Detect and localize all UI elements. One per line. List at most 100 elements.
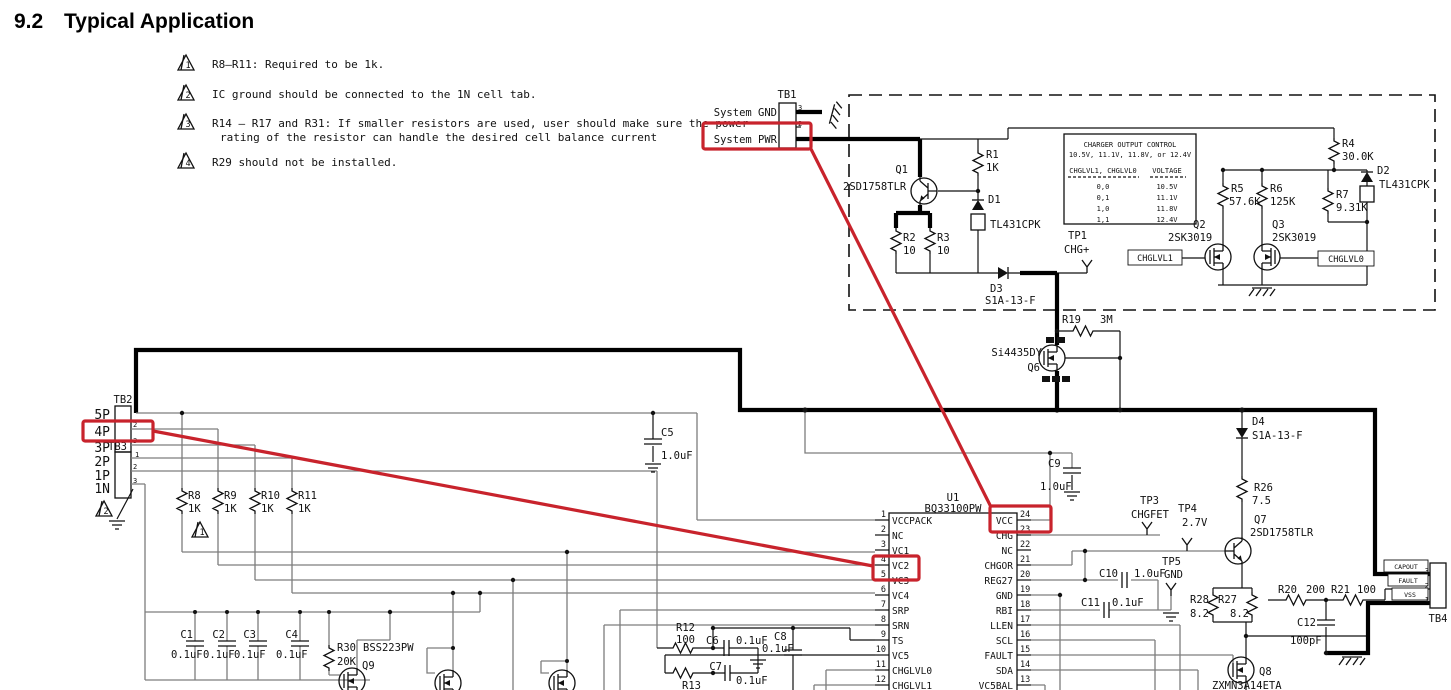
tb3-ref: TB3 (108, 441, 127, 453)
u1-pin14-name: SDA (996, 666, 1013, 677)
u1-pin18-num: 18 (1020, 600, 1030, 610)
q7-part: 2SD1758TLR (1250, 527, 1314, 539)
r7-val: 9.31K (1336, 202, 1368, 214)
tb3-pin3-num: 3 (133, 477, 137, 485)
u1-pin7-num: 7 (881, 600, 886, 610)
note-2-text: IC ground should be connected to the 1N … (212, 88, 537, 101)
table-r3-lvl: 1,0 (1097, 205, 1110, 213)
tp5-net: GND (1164, 569, 1183, 581)
c12-ref: C12 (1297, 617, 1316, 629)
q8-ref: Q8 (1259, 666, 1272, 678)
charge-fet-stage: R19 3M Si4435DY Q6 (991, 270, 1123, 413)
u1-pin11-num: 11 (876, 660, 886, 670)
tb3-pin2-num: 2 (133, 463, 137, 471)
r30-val: 20K (337, 656, 357, 668)
u1-pin10-num: 10 (876, 645, 886, 655)
r13-ref: R13 (682, 680, 701, 690)
u1-pin18-name: RBI (996, 606, 1013, 617)
tb1-pin3-num: 3 (798, 104, 802, 112)
r27-ref: R27 (1218, 594, 1237, 606)
q3-part: 2SK3019 (1272, 232, 1316, 244)
u1-pin4-num: 4 (881, 555, 886, 565)
u1-pin16-name: SCL (996, 636, 1013, 647)
u1-pin2-num: 2 (881, 525, 886, 535)
u1-pin15-num: 15 (1020, 645, 1030, 655)
table-r1-lvl: 0,0 (1097, 183, 1110, 191)
r21-ref: R21 (1331, 584, 1350, 596)
r28-ref: R28 (1190, 594, 1209, 606)
tp3-net: CHGFET (1131, 509, 1170, 521)
r9-ref: R9 (224, 490, 237, 502)
c5-ref: C5 (661, 427, 674, 439)
q2-ref: Q2 (1193, 219, 1206, 231)
q9-ref: Q9 (362, 660, 375, 672)
u1-pin17-name: LLEN (990, 621, 1013, 632)
tb2-ref: TB2 (114, 394, 133, 406)
note-2-marker: 2 (103, 507, 108, 517)
table-r3-v: 11.8V (1156, 205, 1178, 213)
u1-pin15-name: FAULT (984, 651, 1013, 662)
power-bus-wire (133, 347, 1430, 577)
r10-ref: R10 (261, 490, 280, 502)
u1-pin12-name: CHGLVL1 (892, 681, 932, 690)
note-4-num: 4 (185, 159, 190, 169)
tb4-ref: TB4 (1429, 613, 1448, 625)
note-3-text-line2: rating of the resistor can handle the de… (220, 131, 657, 144)
u1-pin10-name: VC5 (892, 651, 909, 662)
r19-val: 3M (1100, 314, 1113, 326)
u1-pin1-num: 1 (881, 510, 886, 520)
table-r4-v: 12.4V (1156, 216, 1178, 224)
note-1-num: 1 (185, 61, 190, 71)
capout-net-box (1383, 559, 1429, 573)
c8-val: 0.1uF (762, 643, 794, 655)
c2-ref: C2 (212, 629, 225, 641)
highlight-vcc-pin (988, 504, 1053, 534)
u1-pin20-num: 20 (1020, 570, 1030, 580)
u1-ref: U1 (947, 492, 960, 504)
u1-pin11-name: CHGLVL0 (892, 666, 932, 677)
d4-ref: D4 (1252, 416, 1265, 428)
u1-pin1-name: VCCPACK (892, 516, 932, 527)
c1-ref: C1 (180, 629, 193, 641)
table-r2-v: 11.1V (1156, 194, 1178, 202)
chglvl0-net-box (1317, 250, 1375, 267)
u1-pin23-num: 23 (1020, 525, 1030, 535)
u1-pin16-num: 16 (1020, 630, 1030, 640)
c7-val: 0.1uF (736, 675, 768, 687)
cell-connector-mesh: TB2 TB3 5P 4P 3P 2P 1P 1N 2 3 1 2 3 2 R8… (94, 394, 875, 690)
table-r4-lvl: 1,1 (1097, 216, 1110, 224)
r28-val: 8.2 (1190, 608, 1209, 620)
u1-pin6-num: 6 (881, 585, 886, 595)
d4-part: S1A-13-F (1252, 430, 1303, 442)
c3-ref: C3 (243, 629, 256, 641)
r5-val: 57.6K (1229, 196, 1261, 208)
page-title: Typical Application (64, 10, 254, 33)
q2-part: 2SK3019 (1168, 232, 1212, 244)
connector-tb1: TB1 System GND System PWR 3 2 (714, 89, 844, 149)
r3-ref: R3 (937, 232, 950, 244)
u1-pin21-name: CHGOR (984, 561, 1013, 572)
r30-ref: R30 (337, 642, 356, 654)
c6-ref: C6 (706, 635, 719, 647)
highlight-annotations (81, 121, 1053, 582)
q6-ref: Q6 (1027, 362, 1040, 374)
table-title-2: 10.5V, 11.1V, 11.8V, or 12.4V (1069, 151, 1192, 159)
tb4-pin3-num: 3 (1425, 567, 1429, 575)
notes-list: 1 R8–R11: Required to be 1k. 2 IC ground… (177, 54, 749, 169)
r3-val: 10 (937, 245, 950, 257)
table-r1-v: 10.5V (1156, 183, 1178, 191)
charger-section: CHARGER OUTPUT CONTROL 10.5V, 11.1V, 11.… (796, 94, 1436, 311)
u1-pin2-name: NC (892, 531, 903, 542)
r8-val: 1K (188, 503, 201, 515)
u1-pin23-name: CHG (996, 531, 1013, 542)
fault-net-box (1387, 573, 1429, 587)
highlight-system-pwr (701, 121, 813, 151)
c7-ref: C7 (709, 661, 722, 673)
d2-ref: D2 (1377, 165, 1390, 177)
highlight-line-4p-to-vc2 (152, 429, 874, 568)
u1-pin22-num: 22 (1020, 540, 1030, 550)
chglvl1-net-label: CHGLVL1 (1137, 254, 1173, 264)
fault-net-label: FAULT (1398, 577, 1418, 585)
